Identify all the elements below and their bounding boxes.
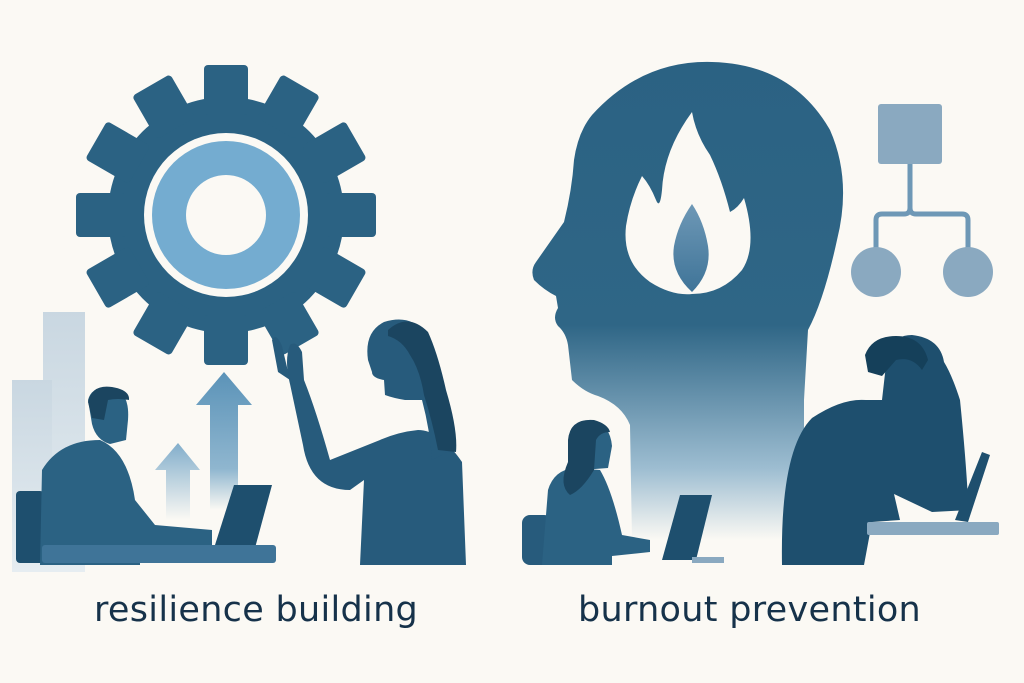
- head-profile: [532, 61, 844, 541]
- burnout-illustration: [522, 61, 999, 565]
- flame-icon: [625, 112, 751, 295]
- man-at-laptop: [16, 386, 276, 565]
- resilience-building-panel: resilience building: [12, 65, 466, 630]
- burnout-prevention-panel: burnout prevention: [512, 0, 1024, 683]
- woman-at-laptop: [522, 419, 724, 565]
- growth-arrows: [155, 372, 252, 520]
- org-chart-icon: [851, 104, 993, 297]
- woman-raising-hand: [272, 319, 466, 565]
- resilience-illustration: [12, 65, 466, 572]
- stressed-man-at-laptop: [781, 335, 999, 565]
- caption-resilience-building: resilience building: [94, 590, 419, 630]
- caption-burnout-prevention: burnout prevention: [578, 590, 922, 630]
- gear-icon: [76, 65, 376, 365]
